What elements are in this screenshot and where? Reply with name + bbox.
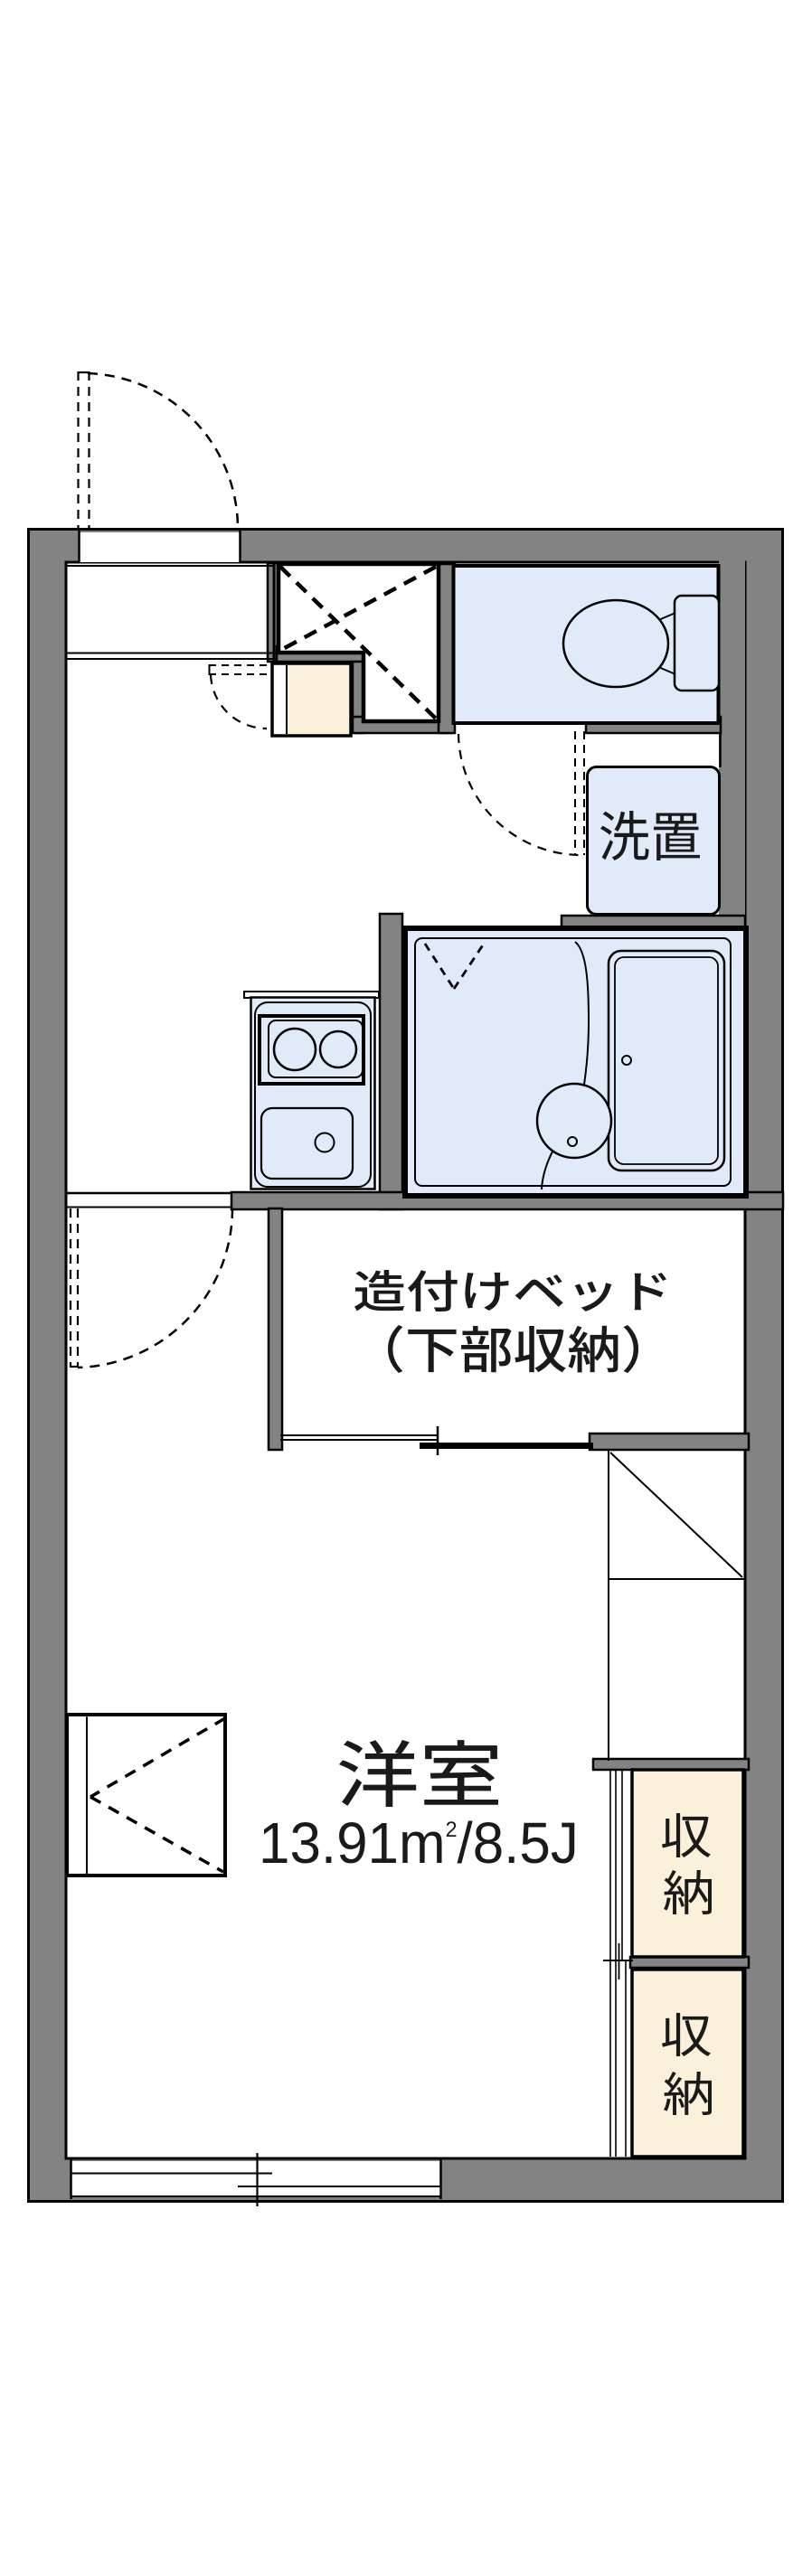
svg-text:13.91m2/8.5J: 13.91m2/8.5J [259,1811,579,1876]
